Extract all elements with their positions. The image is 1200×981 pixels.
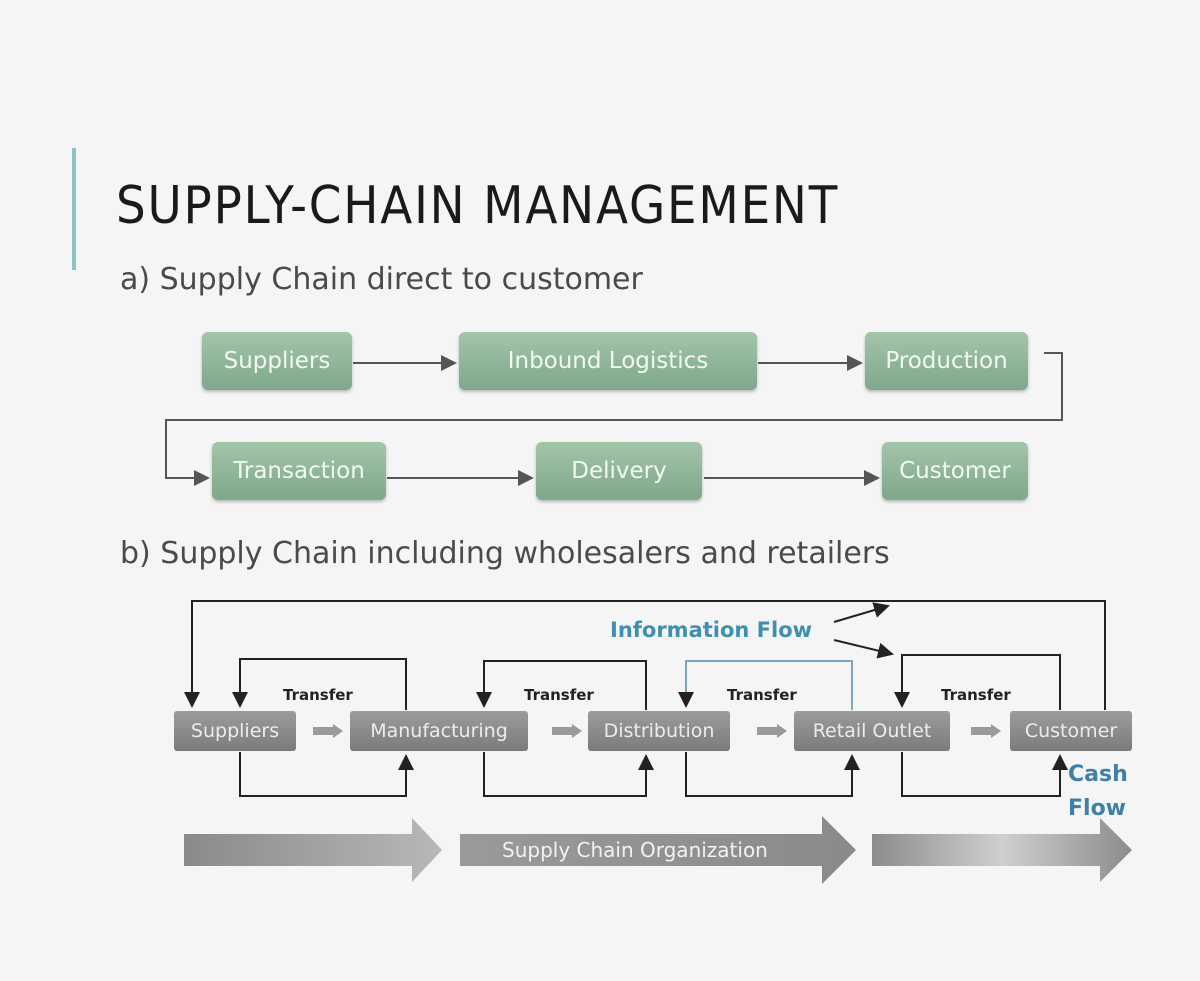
information-flow-label: Information Flow	[610, 618, 813, 642]
loop-2-top	[476, 660, 647, 710]
transfer-label-3: Transfer	[727, 686, 797, 704]
node-b-customer: Customer	[1010, 711, 1132, 751]
org-arrow-2	[460, 816, 856, 884]
accent-bar	[72, 148, 76, 270]
loop-4-top	[894, 654, 1061, 710]
node-a-customer: Customer	[882, 442, 1028, 500]
node-a-suppliers: Suppliers	[202, 332, 352, 390]
cash-flow-line-2: Flow	[1068, 796, 1127, 821]
node-a-transaction: Transaction	[212, 442, 386, 500]
node-b-distribution: Distribution	[588, 711, 730, 751]
transfer-label-4: Transfer	[941, 686, 1011, 704]
loop-3-bottom	[685, 752, 860, 797]
loop-1-top	[232, 658, 407, 710]
section-b-heading: b) Supply Chain including wholesalers an…	[120, 536, 890, 571]
cash-flow-line-1: Cash	[1068, 762, 1128, 787]
information-flow-outer-loop	[184, 600, 1106, 710]
mini-arrow-4	[971, 724, 1001, 738]
section-a-heading: a) Supply Chain direct to customer	[120, 262, 643, 297]
loop-1-bottom	[239, 752, 414, 797]
node-a-delivery: Delivery	[536, 442, 702, 500]
arrow-production-to-transaction	[165, 352, 1063, 486]
transfer-label-2: Transfer	[524, 686, 594, 704]
page-title: SUPPLY-CHAIN MANAGEMENT	[116, 176, 840, 236]
node-b-retail-outlet: Retail Outlet	[794, 711, 950, 751]
mini-arrow-2	[552, 724, 582, 738]
info-flow-pointer-down	[833, 639, 894, 659]
org-arrow-1	[184, 818, 442, 882]
node-b-suppliers: Suppliers	[174, 711, 296, 751]
mini-arrow-3	[757, 724, 787, 738]
cash-flow-label: Cash Flow	[1068, 758, 1128, 826]
org-arrow-3	[872, 818, 1132, 882]
loop-3-top	[678, 660, 853, 710]
node-a-inbound-logistics: Inbound Logistics	[459, 332, 757, 390]
node-a-production: Production	[865, 332, 1028, 390]
info-flow-pointer-up	[833, 602, 890, 623]
node-b-manufacturing: Manufacturing	[350, 711, 528, 751]
loop-4-bottom	[901, 752, 1068, 797]
supply-chain-organization-label: Supply Chain Organization	[502, 838, 768, 862]
loop-2-bottom	[483, 752, 654, 797]
mini-arrow-1	[313, 724, 343, 738]
transfer-label-1: Transfer	[283, 686, 353, 704]
